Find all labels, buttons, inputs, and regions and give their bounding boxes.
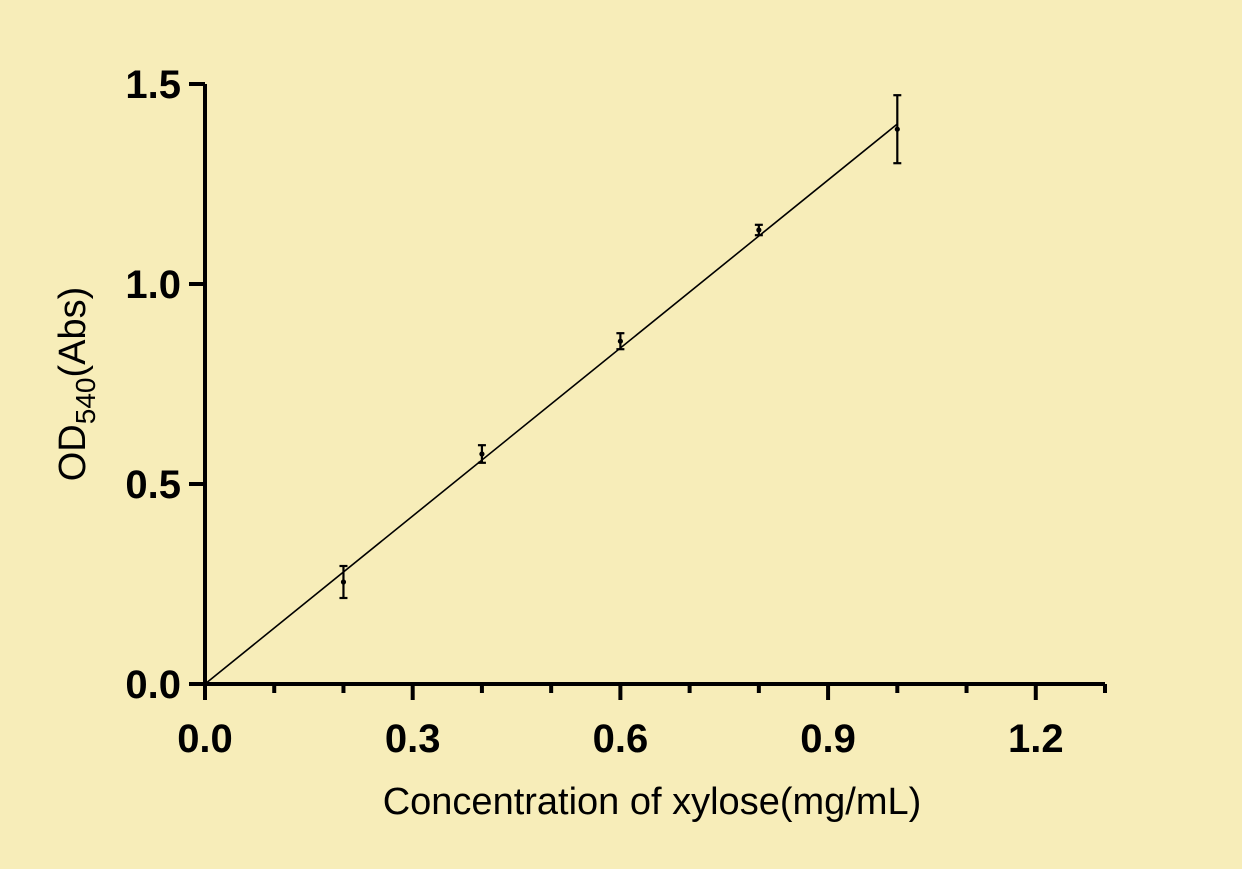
y-tick-label: 1.0: [125, 263, 181, 307]
axes: 0.0 0.3 0.6 0.9 1.2 0.0 0.5 1.0 1.5: [125, 63, 1107, 761]
data-point: [756, 227, 762, 233]
x-tick-label: 0.9: [800, 717, 856, 761]
x-tick-label: 0.3: [385, 717, 441, 761]
fit-line: [204, 123, 898, 685]
y-tick-label: 1.5: [125, 63, 181, 107]
data-points-layer: [339, 94, 902, 600]
x-tick-label: 1.2: [1008, 717, 1064, 761]
data-point: [479, 451, 485, 457]
y-axis-title-main: OD: [52, 424, 94, 481]
data-point: [340, 579, 347, 585]
y-axis-title-suffix: (Abs): [52, 287, 94, 378]
y-axis-title-subscript: 540: [70, 378, 101, 425]
fit-line-layer: [204, 123, 898, 685]
y-axis-title: OD540(Abs): [52, 287, 101, 482]
data-point: [894, 126, 900, 132]
data-point: [617, 338, 623, 344]
x-tick-label: 0.0: [177, 717, 233, 761]
x-axis-title: Concentration of xylose(mg/mL): [383, 781, 922, 823]
y-tick-label: 0.0: [125, 663, 181, 707]
y-tick-label: 0.5: [125, 463, 181, 507]
x-tick-label: 0.6: [593, 717, 649, 761]
